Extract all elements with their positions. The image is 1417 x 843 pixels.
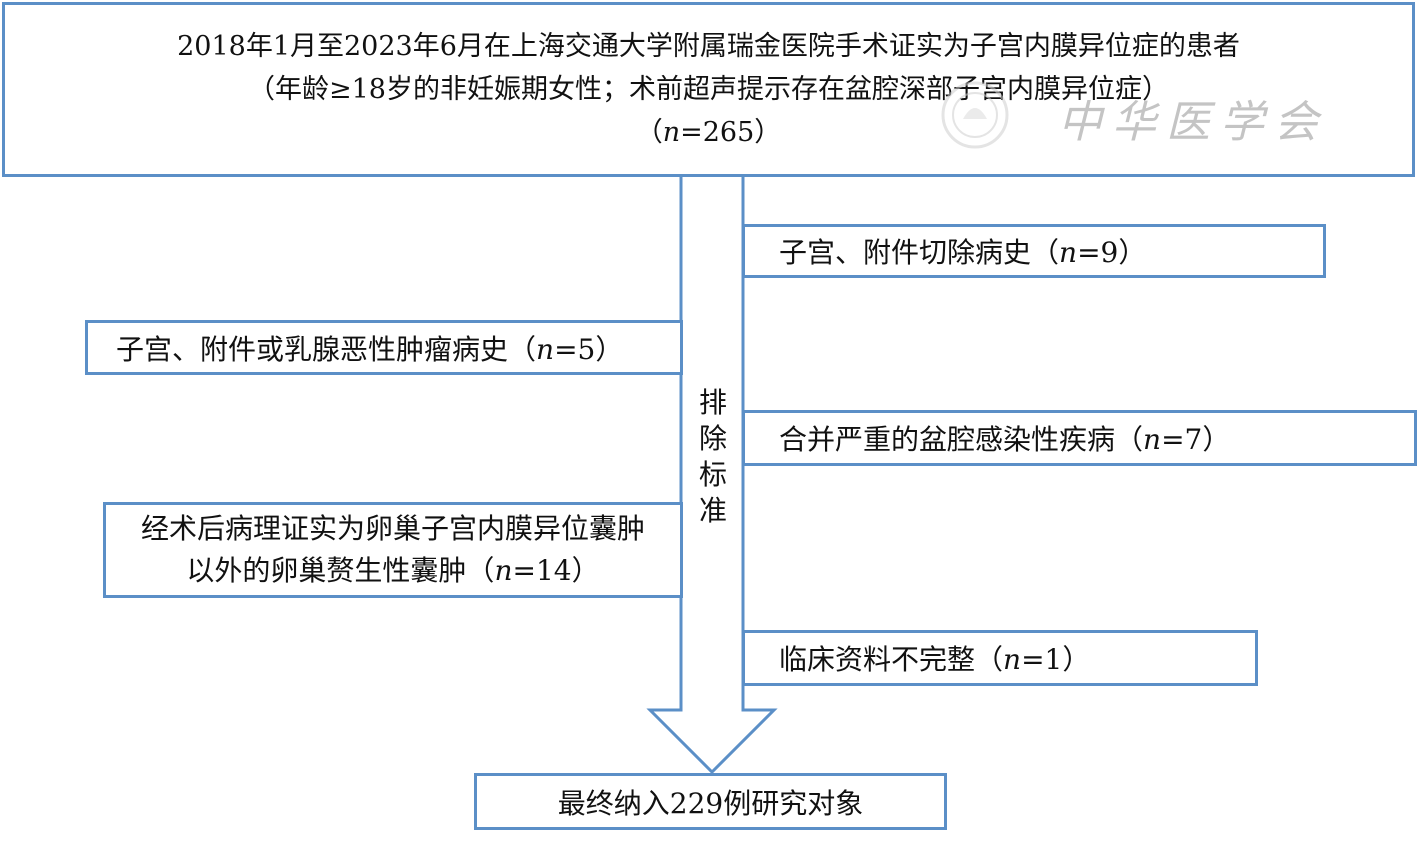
exclusion-text: 子宫、附件切除病史（ [779,236,1060,269]
exclusion-box-incomplete-data: 临床资料不完整（n=1） [742,630,1258,686]
exclusion-n: n [494,554,513,587]
exclusion-value: =1） [1021,643,1091,676]
exclusion-value: =5） [554,332,624,366]
source-population-line1: 2018年1月至2023年6月在上海交通大学附属瑞金医院手术证实为子宫内膜异位症… [177,31,1240,62]
exclusion-box-hysterectomy: 子宫、附件切除病史（n=9） [742,224,1326,278]
exclusion-label-char: 排 [698,386,727,419]
exclusion-box-malignancy: 子宫、附件或乳腺恶性肿瘤病史（n=5） [85,320,683,375]
watermark-seal-icon [941,81,1009,149]
exclusion-value: =7） [1161,423,1231,456]
exclusion-value: =9） [1077,236,1147,269]
count-value: =265 [680,117,755,148]
exclusion-box-ovarian-neoplasm: 经术后病理证实为卵巢子宫内膜异位囊肿 以外的卵巢赘生性囊肿（n=14） [103,502,683,598]
exclusion-label-char: 准 [698,494,727,527]
exclusion-text: 子宫、附件或乳腺恶性肿瘤病史（ [116,332,537,366]
exclusion-text-line1: 经术后病理证实为卵巢子宫内膜异位囊肿 [140,512,645,545]
exclusion-value: =14） [512,554,600,587]
final-cohort-text: 最终纳入229例研究对象 [557,786,864,820]
exclusion-n: n [1143,423,1162,456]
count-open: （ [635,117,663,148]
exclusion-label-char: 标 [698,458,727,491]
exclusion-n: n [1003,643,1022,676]
exclusion-text-line2: 以外的卵巢赘生性囊肿（ [186,554,495,587]
watermark-text: 中华医学会 [1058,97,1328,148]
exclusion-text: 临床资料不完整（ [779,643,1004,676]
source-population-count: （n=265） [636,111,782,154]
exclusion-criteria-label: 排 除 标 准 [697,385,729,529]
final-cohort-box: 最终纳入229例研究对象 [474,773,947,830]
arrow-outline [646,177,778,775]
count-n: n [662,117,681,148]
exclusion-n: n [536,332,555,366]
exclusion-box-pelvic-infection: 合并严重的盆腔感染性疾病（n=7） [742,410,1417,466]
source-population-line2: （年龄≥18岁的非妊娠期女性；术前超声提示存在盆腔深部子宫内膜异位症） [248,74,1169,105]
exclusion-n: n [1059,236,1078,269]
count-close: ） [754,117,782,148]
exclusion-label-char: 除 [698,422,727,455]
source-population-box: 2018年1月至2023年6月在上海交通大学附属瑞金医院手术证实为子宫内膜异位症… [2,2,1415,177]
exclusion-text: 合并严重的盆腔感染性疾病（ [779,423,1144,456]
